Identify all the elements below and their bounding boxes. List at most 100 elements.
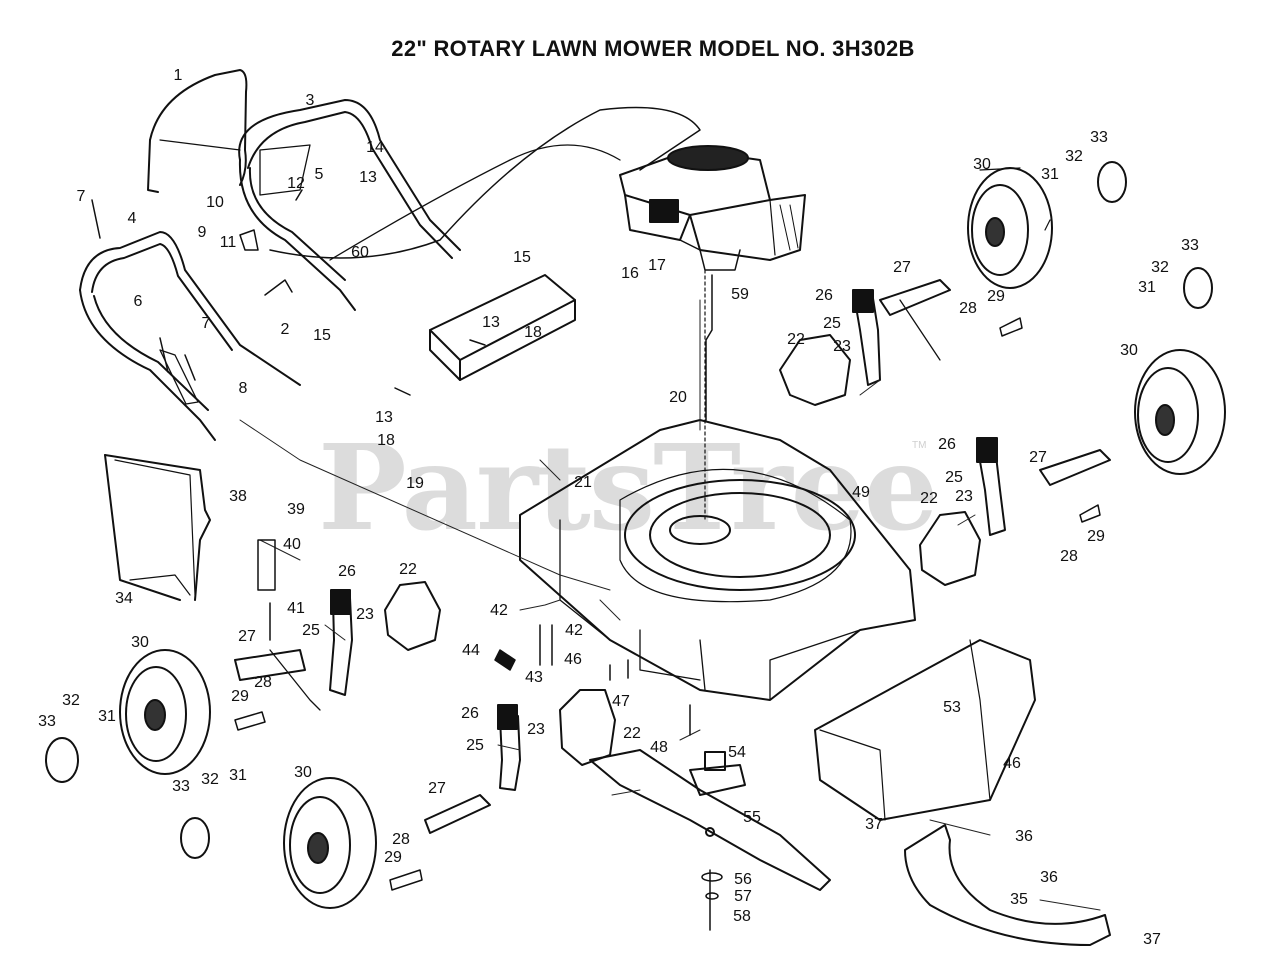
part-callout-32[interactable]: 32 — [62, 692, 80, 709]
part-callout-31[interactable]: 31 — [1041, 166, 1059, 183]
part-callout-36[interactable]: 36 — [1015, 828, 1033, 845]
part-callout-25[interactable]: 25 — [945, 469, 963, 486]
part-callout-38[interactable]: 38 — [229, 488, 247, 505]
height-adjuster-plates[interactable] — [384, 334, 981, 766]
wheel-rear-right[interactable] — [1134, 349, 1226, 475]
part-callout-23[interactable]: 23 — [833, 338, 851, 355]
engine-part[interactable] — [619, 145, 806, 271]
part-callout-37[interactable]: 37 — [865, 816, 883, 833]
part-callout-57[interactable]: 57 — [734, 888, 752, 905]
part-callout-8[interactable]: 8 — [238, 380, 248, 397]
part-callout-55[interactable]: 55 — [743, 809, 761, 826]
part-callout-27[interactable]: 27 — [1029, 449, 1047, 466]
part-callout-33[interactable]: 33 — [172, 778, 190, 795]
part-callout-28[interactable]: 28 — [959, 300, 977, 317]
part-callout-10[interactable]: 10 — [206, 194, 224, 211]
part-callout-19[interactable]: 19 — [406, 475, 424, 492]
part-callout-22[interactable]: 22 — [399, 561, 417, 578]
hubcap-parts[interactable] — [45, 161, 1213, 859]
part-callout-29[interactable]: 29 — [231, 688, 249, 705]
part-callout-33[interactable]: 33 — [38, 713, 56, 730]
part-callout-30[interactable]: 30 — [131, 634, 149, 651]
part-callout-15[interactable]: 15 — [313, 327, 331, 344]
lower-handle-part[interactable] — [79, 231, 301, 441]
part-callout-22[interactable]: 22 — [920, 490, 938, 507]
part-callout-49[interactable]: 49 — [852, 484, 870, 501]
part-callout-23[interactable]: 23 — [356, 606, 374, 623]
part-callout-46[interactable]: 46 — [564, 651, 582, 668]
part-callout-29[interactable]: 29 — [384, 849, 402, 866]
part-callout-33[interactable]: 33 — [1090, 129, 1108, 146]
part-callout-42[interactable]: 42 — [490, 602, 508, 619]
part-callout-21[interactable]: 21 — [574, 474, 592, 491]
part-callout-36[interactable]: 36 — [1040, 869, 1058, 886]
height-levers[interactable] — [329, 289, 1006, 791]
part-callout-26[interactable]: 26 — [461, 705, 479, 722]
part-callout-32[interactable]: 32 — [201, 771, 219, 788]
part-callout-40[interactable]: 40 — [283, 536, 301, 553]
part-callout-4[interactable]: 4 — [127, 210, 137, 227]
part-callout-56[interactable]: 56 — [734, 871, 752, 888]
baffle-part[interactable] — [429, 274, 576, 381]
part-callout-18[interactable]: 18 — [524, 324, 542, 341]
part-callout-43[interactable]: 43 — [525, 669, 543, 686]
part-callout-37[interactable]: 37 — [1143, 931, 1161, 948]
part-callout-30[interactable]: 30 — [973, 156, 991, 173]
part-callout-30[interactable]: 30 — [1120, 342, 1138, 359]
grass-bag-frame-part[interactable] — [104, 454, 211, 601]
part-callout-12[interactable]: 12 — [287, 175, 305, 192]
part-callout-31[interactable]: 31 — [1138, 279, 1156, 296]
part-callout-13[interactable]: 13 — [359, 169, 377, 186]
part-callout-1[interactable]: 1 — [173, 67, 183, 84]
rear-shield-part[interactable] — [814, 639, 1036, 821]
part-callout-30[interactable]: 30 — [294, 764, 312, 781]
part-callout-25[interactable]: 25 — [466, 737, 484, 754]
part-callout-53[interactable]: 53 — [943, 699, 961, 716]
part-callout-60[interactable]: 60 — [351, 244, 369, 261]
part-callout-18[interactable]: 18 — [377, 432, 395, 449]
part-callout-31[interactable]: 31 — [229, 767, 247, 784]
part-callout-28[interactable]: 28 — [1060, 548, 1078, 565]
part-callout-11[interactable]: 11 — [219, 234, 237, 251]
part-callout-48[interactable]: 48 — [650, 739, 668, 756]
part-callout-17[interactable]: 17 — [648, 257, 666, 274]
part-callout-25[interactable]: 25 — [823, 315, 841, 332]
part-callout-14[interactable]: 14 — [366, 139, 384, 156]
part-callout-26[interactable]: 26 — [338, 563, 356, 580]
part-callout-16[interactable]: 16 — [621, 265, 639, 282]
part-callout-47[interactable]: 47 — [612, 693, 630, 710]
wheel-front-right[interactable] — [967, 167, 1053, 289]
part-callout-13[interactable]: 13 — [375, 409, 393, 426]
mower-deck-part[interactable] — [519, 419, 916, 701]
part-callout-22[interactable]: 22 — [623, 725, 641, 742]
part-callout-28[interactable]: 28 — [392, 831, 410, 848]
part-callout-29[interactable]: 29 — [987, 288, 1005, 305]
part-callout-31[interactable]: 31 — [98, 708, 116, 725]
part-callout-42[interactable]: 42 — [565, 622, 583, 639]
part-callout-35[interactable]: 35 — [1010, 891, 1028, 908]
part-callout-59[interactable]: 59 — [731, 286, 749, 303]
part-callout-5[interactable]: 5 — [314, 166, 324, 183]
part-callout-9[interactable]: 9 — [197, 224, 207, 241]
blade-part[interactable] — [589, 749, 831, 891]
part-callout-2[interactable]: 2 — [280, 321, 290, 338]
part-callout-13[interactable]: 13 — [482, 314, 500, 331]
part-callout-27[interactable]: 27 — [428, 780, 446, 797]
part-callout-34[interactable]: 34 — [115, 590, 133, 607]
part-callout-7[interactable]: 7 — [76, 188, 86, 205]
part-callout-44[interactable]: 44 — [462, 642, 480, 659]
blade-adapter-part[interactable] — [689, 751, 746, 796]
hardware-fasteners[interactable] — [91, 189, 1101, 931]
part-callout-27[interactable]: 27 — [893, 259, 911, 276]
part-callout-23[interactable]: 23 — [955, 488, 973, 505]
part-callout-41[interactable]: 41 — [287, 600, 305, 617]
part-callout-32[interactable]: 32 — [1065, 148, 1083, 165]
part-callout-3[interactable]: 3 — [305, 92, 315, 109]
part-callout-39[interactable]: 39 — [287, 501, 305, 518]
part-callout-23[interactable]: 23 — [527, 721, 545, 738]
part-callout-46[interactable]: 46 — [1003, 755, 1021, 772]
upper-handle-part[interactable] — [147, 69, 248, 193]
part-callout-32[interactable]: 32 — [1151, 259, 1169, 276]
part-callout-27[interactable]: 27 — [238, 628, 256, 645]
handle-part[interactable] — [238, 99, 461, 311]
